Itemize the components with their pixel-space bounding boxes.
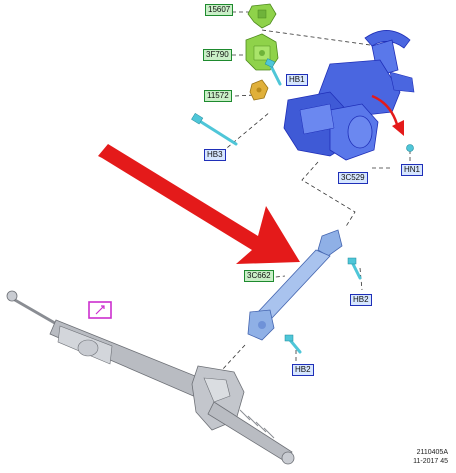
reference-code-date: 11-2017 45 [413, 458, 448, 465]
bolt-upper-part [264, 58, 282, 86]
label-nut-small[interactable]: 11572 [204, 90, 232, 102]
reference-marker-icon [88, 301, 112, 319]
reference-code-number: 2110405A [416, 449, 448, 456]
nut-right-part [406, 144, 414, 152]
leader-lines [221, 11, 411, 371]
label-intermediate-shaft[interactable]: 3C662 [244, 270, 274, 282]
intermediate-shaft-part [247, 229, 343, 341]
big-red-arrow [98, 144, 300, 264]
label-upper-shaft[interactable]: 15607 [205, 4, 234, 16]
nut-small-part [249, 79, 269, 101]
bolt-shaft-lower-part [284, 334, 302, 354]
steering-gear-part [6, 290, 295, 465]
steering-column-part [283, 30, 415, 161]
label-bolt-shaft-right[interactable]: HB2 [350, 294, 372, 306]
bolt-long-part [191, 112, 238, 146]
reference-code: 2110405A 11-2017 45 [413, 448, 448, 466]
label-bolt-shaft-lower[interactable]: HB2 [292, 364, 314, 376]
label-bolt-upper[interactable]: HB1 [286, 74, 308, 86]
label-bolt-long[interactable]: HB3 [204, 149, 226, 161]
direction-arrow-small [371, 94, 404, 136]
upper-shaft-part [247, 3, 277, 29]
label-nut-right[interactable]: HN1 [401, 164, 424, 176]
bolt-shaft-right-part [347, 257, 362, 280]
label-column-clamp[interactable]: 3F790 [203, 49, 232, 61]
label-steering-column[interactable]: 3C529 [338, 172, 368, 184]
